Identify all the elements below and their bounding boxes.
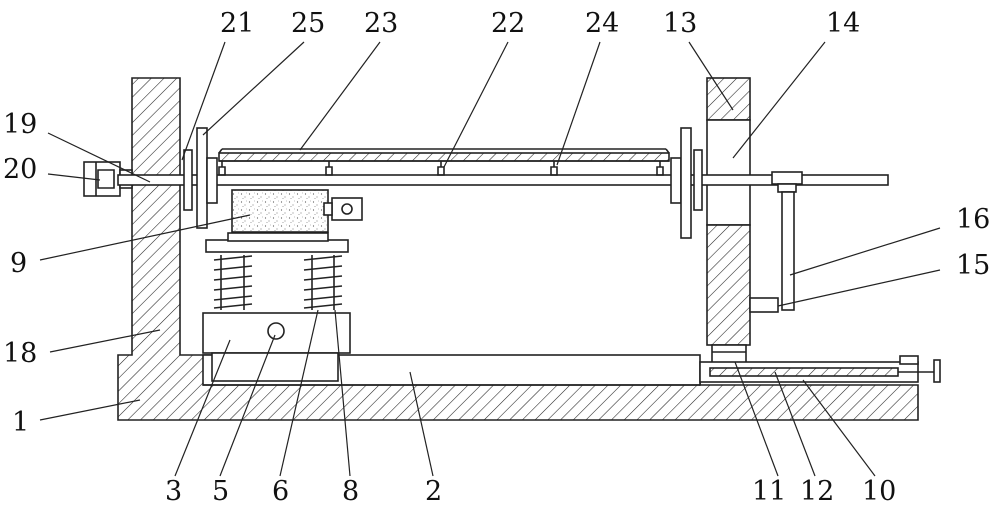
right-column-top — [707, 78, 750, 120]
adjust-knob — [268, 323, 284, 339]
callout-6: 6 — [272, 476, 289, 507]
callout-12: 12 — [800, 476, 834, 507]
callout-9: 9 — [10, 248, 27, 279]
right-column-bottom — [707, 225, 750, 345]
right-column-opening — [707, 120, 750, 225]
crank-top — [772, 172, 802, 184]
callout-21: 21 — [220, 8, 254, 39]
spring-left — [214, 252, 252, 312]
callout-20: 20 — [3, 154, 37, 185]
callout-23: 23 — [364, 8, 398, 39]
left-disc-a — [184, 150, 192, 210]
callout-10: 10 — [862, 476, 896, 507]
grinding-block — [232, 190, 328, 232]
callout-19: 19 — [3, 109, 37, 140]
crank-rod — [782, 192, 794, 310]
spring-right — [304, 255, 342, 310]
callout-24: 24 — [585, 8, 619, 39]
callout-13: 13 — [663, 8, 697, 39]
callout-11: 11 — [752, 476, 786, 507]
callout-3: 3 — [165, 476, 182, 507]
motor — [332, 198, 362, 220]
right-disc-a — [671, 158, 681, 203]
callout-16: 16 — [956, 204, 990, 235]
callout-22: 22 — [491, 8, 525, 39]
callout-25: 25 — [291, 8, 325, 39]
callout-18: 18 — [3, 338, 37, 369]
callout-15: 15 — [956, 250, 990, 281]
callout-1: 1 — [12, 407, 29, 438]
left-disc-b — [197, 128, 207, 228]
callout-2: 2 — [425, 476, 442, 507]
callout-8: 8 — [342, 476, 359, 507]
crank-handle — [750, 298, 778, 312]
probes — [219, 161, 663, 175]
callout-14: 14 — [826, 8, 860, 39]
workpiece-tube — [219, 153, 669, 161]
right-disc-b — [681, 128, 691, 238]
callout-5: 5 — [212, 476, 229, 507]
rail-knob — [934, 360, 940, 382]
support-plate — [206, 240, 348, 252]
